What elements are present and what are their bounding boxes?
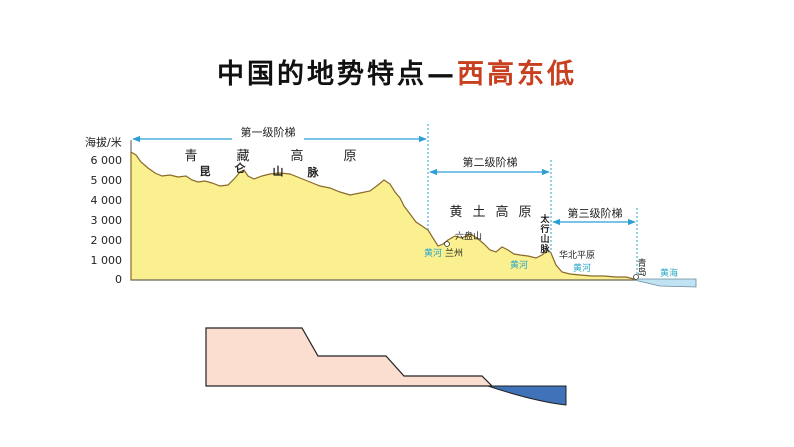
y-axis-label: 海拔/米	[85, 135, 122, 149]
plateau-char: 原	[343, 149, 356, 164]
kunlun-mountains-label: 昆 仑 山 脉	[200, 161, 320, 179]
plateau-char: 高	[290, 148, 303, 164]
plateau-char: 黄	[449, 205, 462, 220]
lanzhou-marker	[444, 241, 450, 247]
huanghe-label-1: 黄河	[424, 247, 442, 259]
sea-area	[633, 278, 697, 288]
qingdao-label: 青 岛	[637, 257, 646, 278]
first-step-label-bg	[232, 126, 304, 140]
huabei-plain-label: 华北平原	[559, 249, 595, 261]
huanghe-label-3: 黄河	[573, 262, 591, 274]
schematic-land	[205, 327, 494, 387]
mountain-char: 脉	[307, 165, 320, 179]
plateau-char: 土	[472, 205, 485, 220]
second-step-label: 第二级阶梯	[463, 155, 518, 169]
schematic-staircase	[205, 327, 567, 406]
y-tick: 3 000	[91, 214, 123, 227]
qingzang-plateau-label: 青 藏 高 原	[184, 148, 356, 164]
qingdao-char: 青	[637, 257, 646, 269]
qingdao-marker	[633, 274, 639, 280]
plateau-char: 青	[184, 149, 197, 164]
first-step-label: 第一级阶梯	[241, 125, 296, 139]
terrain-profile	[130, 150, 635, 281]
taihang-char: 脉	[539, 243, 550, 255]
huanghe-label-2: 黄河	[510, 259, 528, 271]
y-tick: 4 000	[91, 194, 123, 207]
y-tick: 5 000	[91, 174, 123, 187]
plateau-char: 藏	[236, 149, 249, 164]
plateau-char: 原	[518, 205, 531, 220]
mountain-char: 昆	[200, 165, 211, 178]
lanzhou-label: 兰州	[445, 247, 463, 259]
liupanshan-label: 六盘山	[455, 230, 482, 242]
taihang-char: 太	[539, 213, 550, 225]
plateau-char: 高	[495, 204, 508, 220]
taihang-mountains-label: 太 行 山 脉	[539, 213, 550, 255]
schematic-sea	[487, 385, 567, 406]
mountain-char: 山	[273, 164, 284, 178]
y-tick: 6 000	[91, 154, 123, 167]
taihang-char: 行	[539, 223, 549, 235]
y-tick: 0	[115, 273, 122, 286]
huangtu-plateau-label: 黄 土 高 原	[449, 204, 531, 220]
huanghai-label: 黄海	[660, 267, 678, 279]
y-tick: 2 000	[91, 234, 123, 247]
mountain-char: 仑	[235, 161, 247, 175]
taihang-char: 山	[540, 233, 549, 245]
y-tick: 1 000	[91, 254, 123, 267]
title-main: 中国的地势特点—	[217, 59, 457, 90]
y-axis-ticks: 6 000 5 000 4 000 3 000 2 000 1 000 0	[91, 154, 123, 286]
third-step-label: 第三级阶梯	[568, 206, 623, 220]
title-emphasis: 西高东低	[457, 59, 577, 90]
page-title: 中国的地势特点—西高东低	[0, 52, 794, 91]
qingdao-char: 岛	[637, 266, 646, 278]
